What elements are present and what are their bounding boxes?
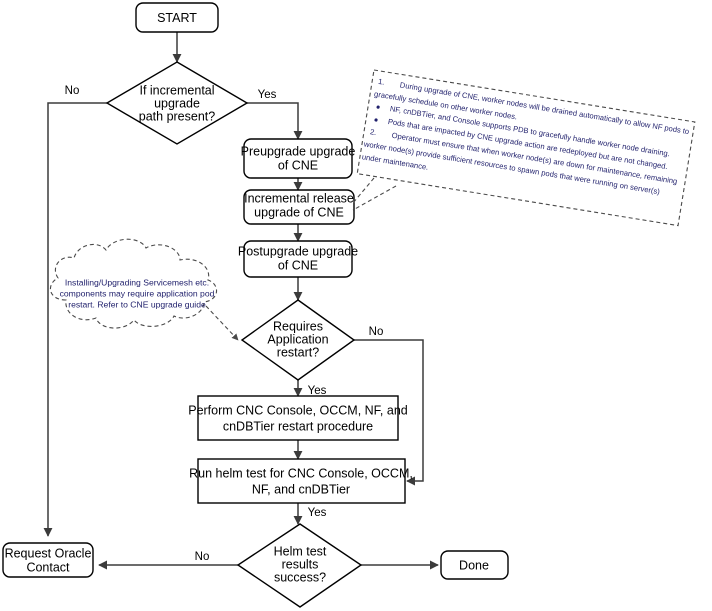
postupgrade-line1: Postupgrade upgrade [238, 244, 358, 258]
edge-label-incremental-no: No [65, 85, 80, 97]
cloud-note-line3: restart. Refer to CNE upgrade guide [68, 299, 206, 309]
node-done-label: Done [459, 558, 489, 572]
decision-restart-line3: restart? [277, 345, 319, 359]
side-note-callout: 1. During upgrade of CNE, worker nodes w… [356, 69, 696, 227]
postupgrade-line2: of CNE [278, 258, 318, 272]
side-note-box [356, 69, 696, 227]
edge-incremental-yes [247, 102, 303, 140]
edge-label-restart-no: No [369, 326, 384, 338]
node-perform-restart-procedure[interactable]: Perform CNC Console, OCCM, NF, and cnDBT… [188, 395, 408, 441]
cloud-note-line2: components may require application pod [60, 288, 215, 298]
incremental-release-line2: upgrade of CNE [254, 205, 344, 219]
decision-restart-line1: Requires [273, 319, 323, 333]
decision-helm-line3: success? [274, 570, 326, 584]
side-note-tail-upper [352, 177, 375, 204]
preupgrade-line2: of CNE [278, 158, 318, 172]
side-note-item2-number: 2. [369, 127, 377, 137]
decision-incremental-line1: If incremental [139, 83, 214, 97]
node-decision-helm-test-results[interactable]: Helm test results success? [236, 523, 363, 608]
node-decision-incremental-upgrade-path[interactable]: If incremental upgrade path present? [105, 61, 249, 145]
node-request-oracle-contact[interactable]: Request Oracle Contact [2, 542, 94, 578]
request-oracle-line1: Request Oracle [5, 546, 92, 560]
node-done[interactable]: Done [440, 550, 509, 580]
cloud-leader-line [205, 305, 239, 341]
side-note-tail [352, 177, 397, 211]
node-preupgrade-cne[interactable]: Preupgrade upgrade of CNE [241, 138, 356, 179]
request-oracle-line2: Contact [26, 560, 70, 574]
decision-incremental-line2: upgrade [154, 96, 200, 110]
edge-restart-no [354, 339, 424, 486]
decision-helm-line2: results [282, 557, 319, 571]
edge-label-restart-yes: Yes [308, 385, 327, 397]
side-note-bullet-dot-2 [374, 118, 378, 122]
node-start-label: START [157, 11, 197, 25]
incremental-release-line1: Incremental release [244, 191, 354, 205]
run-helm-test-line2: NF, and cnDBTier [252, 482, 350, 496]
decision-helm-line1: Helm test [274, 544, 327, 558]
edge-incremental-no [43, 102, 107, 537]
edge-label-helm-yes: Yes [308, 507, 327, 519]
side-note-tail-lower [352, 185, 397, 211]
edge-label-helm-no: No [195, 551, 210, 563]
cloud-callout-servicemesh: Installing/Upgrading Servicemesh etc. co… [49, 238, 239, 341]
node-start[interactable]: START [135, 2, 219, 33]
decision-incremental-line3: path present? [139, 109, 215, 123]
perform-restart-line1: Perform CNC Console, OCCM, NF, and [188, 403, 408, 417]
edge-label-incremental-yes: Yes [258, 89, 277, 101]
node-incremental-release-upgrade-cne[interactable]: Incremental release upgrade of CNE [243, 189, 355, 225]
node-postupgrade-cne[interactable]: Postupgrade upgrade of CNE [238, 240, 358, 278]
node-decision-requires-application-restart[interactable]: Requires Application restart? [240, 299, 356, 381]
decision-restart-line2: Application [267, 332, 328, 346]
preupgrade-line1: Preupgrade upgrade [241, 144, 356, 158]
side-note-bullet-dot-1 [376, 105, 380, 109]
perform-restart-line2: cnDBTier restart procedure [223, 419, 373, 433]
cloud-shape [49, 238, 218, 329]
node-run-helm-test[interactable]: Run helm test for CNC Console, OCCM, NF,… [189, 458, 413, 504]
cloud-note-line1: Installing/Upgrading Servicemesh etc. [65, 277, 209, 287]
side-note-item1-number: 1. [378, 77, 386, 87]
run-helm-test-line1: Run helm test for CNC Console, OCCM, [189, 466, 413, 480]
